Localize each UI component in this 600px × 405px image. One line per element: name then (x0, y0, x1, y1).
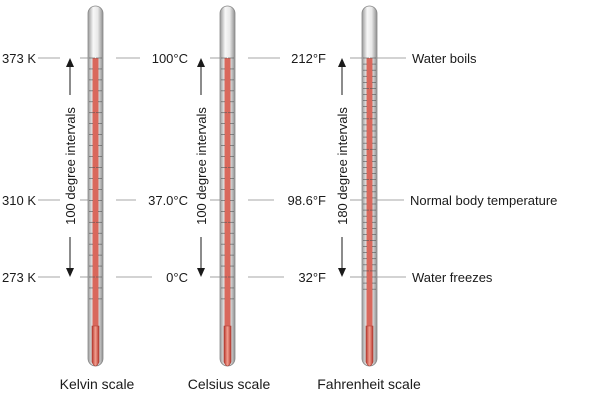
reading-freezes: 32°F (298, 270, 326, 285)
thermometer-celsius: 100 degree intervals 100°C 37.0°C 0°C Ce… (116, 5, 271, 392)
mercury-bulb (365, 325, 374, 367)
scale-label: Celsius scale (188, 376, 271, 392)
mercury-column (92, 58, 99, 330)
scale-label: Fahrenheit scale (317, 376, 421, 392)
thermometer-kelvin: 100 degree intervals 373 K 310 K 273 K K… (2, 5, 135, 392)
reading-boils: 212°F (291, 51, 326, 66)
scale-label: Kelvin scale (60, 376, 135, 392)
mercury-bulb (91, 325, 100, 367)
label-water-freezes: Water freezes (412, 270, 493, 285)
mercury-column (366, 58, 373, 330)
reading-boils: 373 K (2, 51, 36, 66)
reading-body: 37.0°C (148, 193, 188, 208)
reading-freezes: 0°C (166, 270, 188, 285)
interval-label: 100 degree intervals (194, 107, 209, 225)
reading-body: 310 K (2, 193, 36, 208)
label-water-boils: Water boils (412, 51, 477, 66)
interval-label: 100 degree intervals (63, 107, 78, 225)
reading-freezes: 273 K (2, 270, 36, 285)
interval-label: 180 degree intervals (335, 107, 350, 225)
reading-boils: 100°C (152, 51, 188, 66)
scale-ticks (221, 57, 234, 300)
scale-ticks (89, 57, 102, 300)
reading-body: 98.6°F (288, 193, 327, 208)
mercury-bulb (223, 325, 232, 367)
reference-labels: Water boils Normal body temperature Wate… (410, 51, 557, 285)
mercury-column (224, 58, 231, 330)
label-normal-body-temperature: Normal body temperature (410, 193, 557, 208)
thermometer-fahrenheit: 180 degree intervals 212°F 98.6°F 32°F F… (248, 5, 421, 392)
scale-ticks (363, 57, 376, 290)
